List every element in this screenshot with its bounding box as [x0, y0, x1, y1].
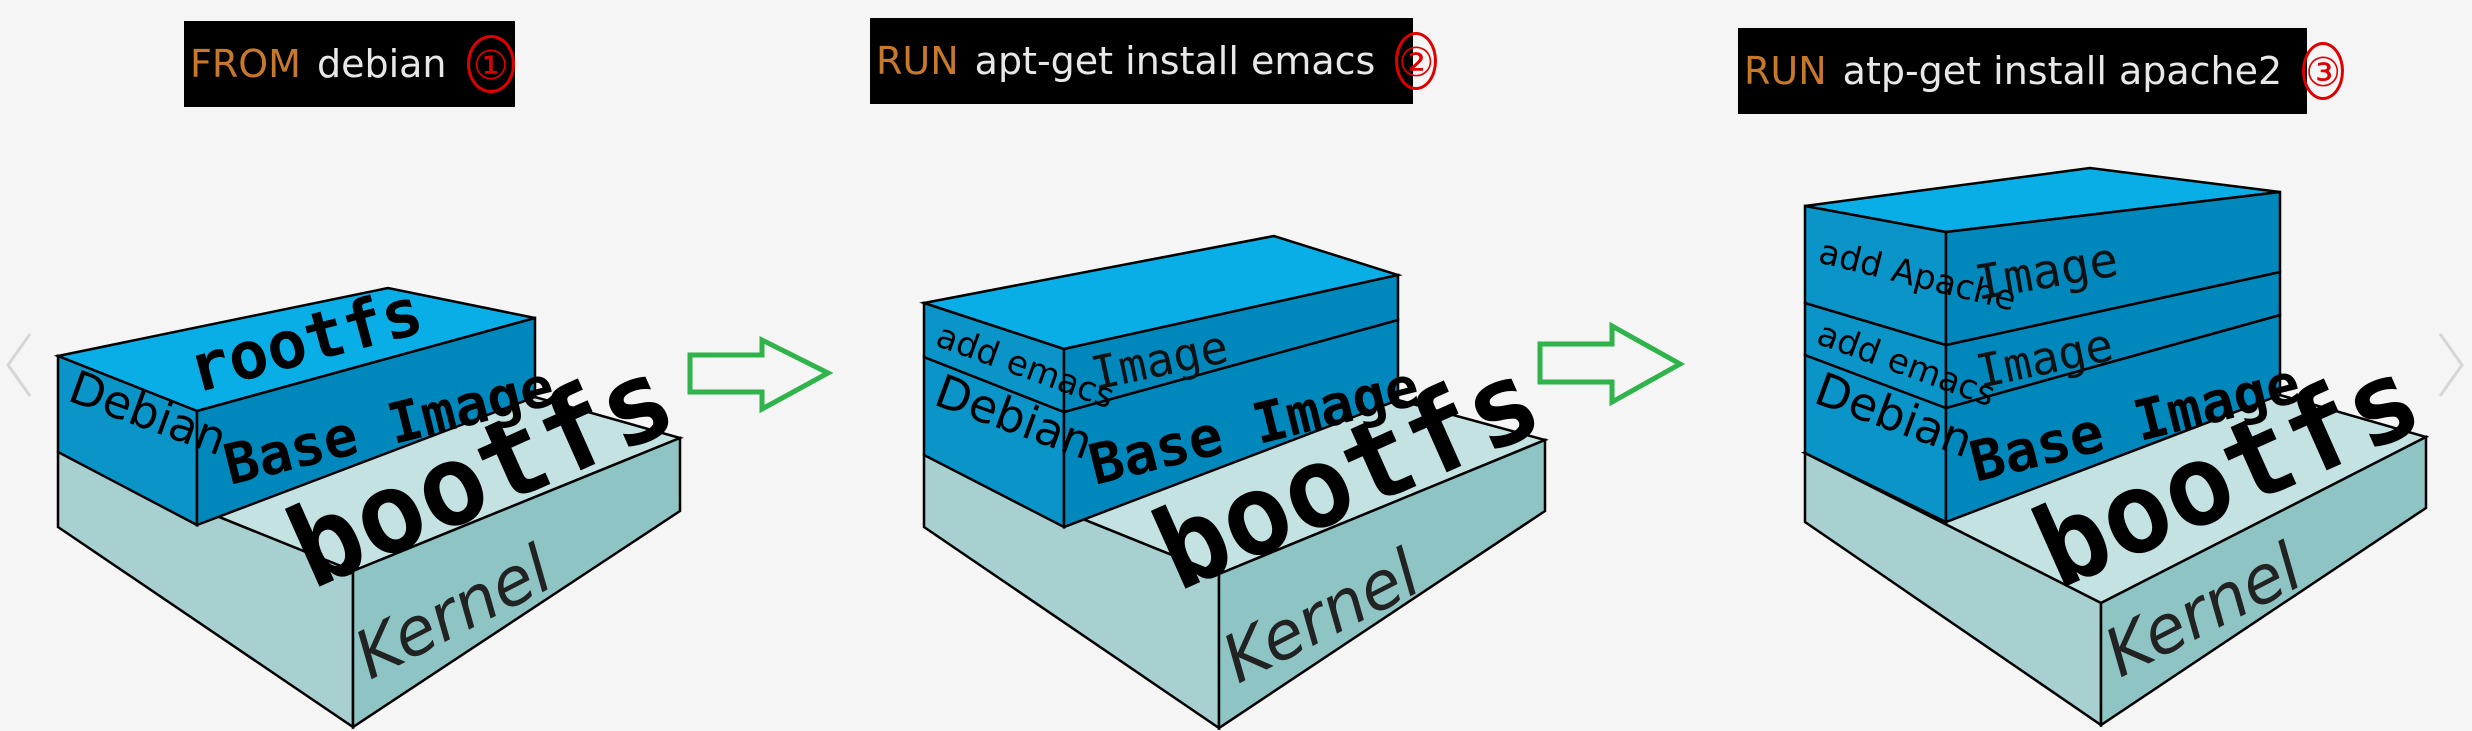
command-keyword: RUN [876, 39, 959, 83]
command-label-3: RUN atp-get install apache2 ③ [1738, 28, 2345, 114]
chevron-right-icon[interactable] [2436, 330, 2466, 400]
command-argument: apt-get install emacs [974, 39, 1376, 83]
emacs-image-front-face [1062, 273, 1400, 414]
kernel-side-face [351, 436, 682, 730]
arrow-right-icon [1537, 321, 1686, 407]
command-argument: atp-get install apache2 [1842, 49, 2283, 93]
step-number-badge: ① [466, 35, 515, 93]
command-keyword: RUN [1744, 49, 1827, 93]
apache-image-front-face [1944, 190, 2282, 347]
command-label-1: FROM debian ① [184, 21, 515, 107]
step-number-badge: ② [1395, 32, 1438, 90]
layer-stack-3: Kernel bootfs Debian Base Image add emac… [1800, 166, 2439, 728]
chevron-left-icon[interactable] [4, 330, 34, 400]
command-argument: debian [316, 42, 447, 86]
layer-stack-1: Kernel bootfs Debian Base Image rootfs [53, 272, 693, 730]
layer-stack-2: Kernel bootfs Debian Base Image add emac… [919, 234, 1559, 731]
kernel-side-face [1217, 438, 1547, 731]
command-keyword: FROM [190, 42, 301, 86]
arrow-right-icon [687, 335, 834, 414]
step-number-badge: ③ [2302, 42, 2345, 100]
kernel-side-face [2099, 434, 2428, 728]
command-label-2: RUN apt-get install emacs ② [870, 18, 1438, 104]
base-image-front-face [195, 316, 537, 527]
